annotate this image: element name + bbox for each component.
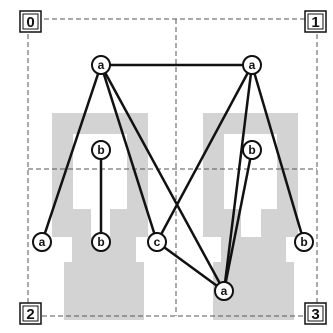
node-label: a [98,58,105,72]
node-label: a [39,235,46,249]
corner-label-0: 0 [26,14,34,31]
node-label: b [97,143,104,157]
graph-node: a [214,281,234,301]
corner-label-2: 2 [26,306,34,323]
corner-label-1: 1 [311,14,319,31]
node-label: c [154,235,161,249]
left-glyph-shape [52,113,148,320]
graph-edge [222,149,254,292]
graph-edges [40,63,306,293]
graph-node: a [91,55,111,75]
corner-box-1: 1 [304,10,327,33]
background-shapes [52,113,298,320]
graph-node: a [242,55,262,75]
graph-edge [99,64,226,292]
corner-label-3: 3 [311,306,319,323]
graph-node: a [32,232,52,252]
graph-edge [40,64,103,243]
node-label: b [300,235,307,249]
grid-outer-border [27,18,318,317]
node-label: b [248,143,255,157]
corner-box-0: 0 [19,10,42,33]
dashed-grid [27,18,318,317]
graph-edge [250,64,306,243]
graph-node: c [147,232,167,252]
graph-edge [222,64,254,292]
corner-box-2: 2 [19,302,42,325]
graph-node: b [242,140,262,160]
graph-edge [156,240,225,293]
graph-edge [99,64,159,243]
corner-box-3: 3 [304,302,327,325]
graph-node: b [91,232,111,252]
node-label: a [249,58,256,72]
graph-node: b [294,232,314,252]
graph-node: b [91,140,111,160]
graph-edge [155,64,254,243]
node-label: b [97,235,104,249]
node-label: a [221,284,228,298]
